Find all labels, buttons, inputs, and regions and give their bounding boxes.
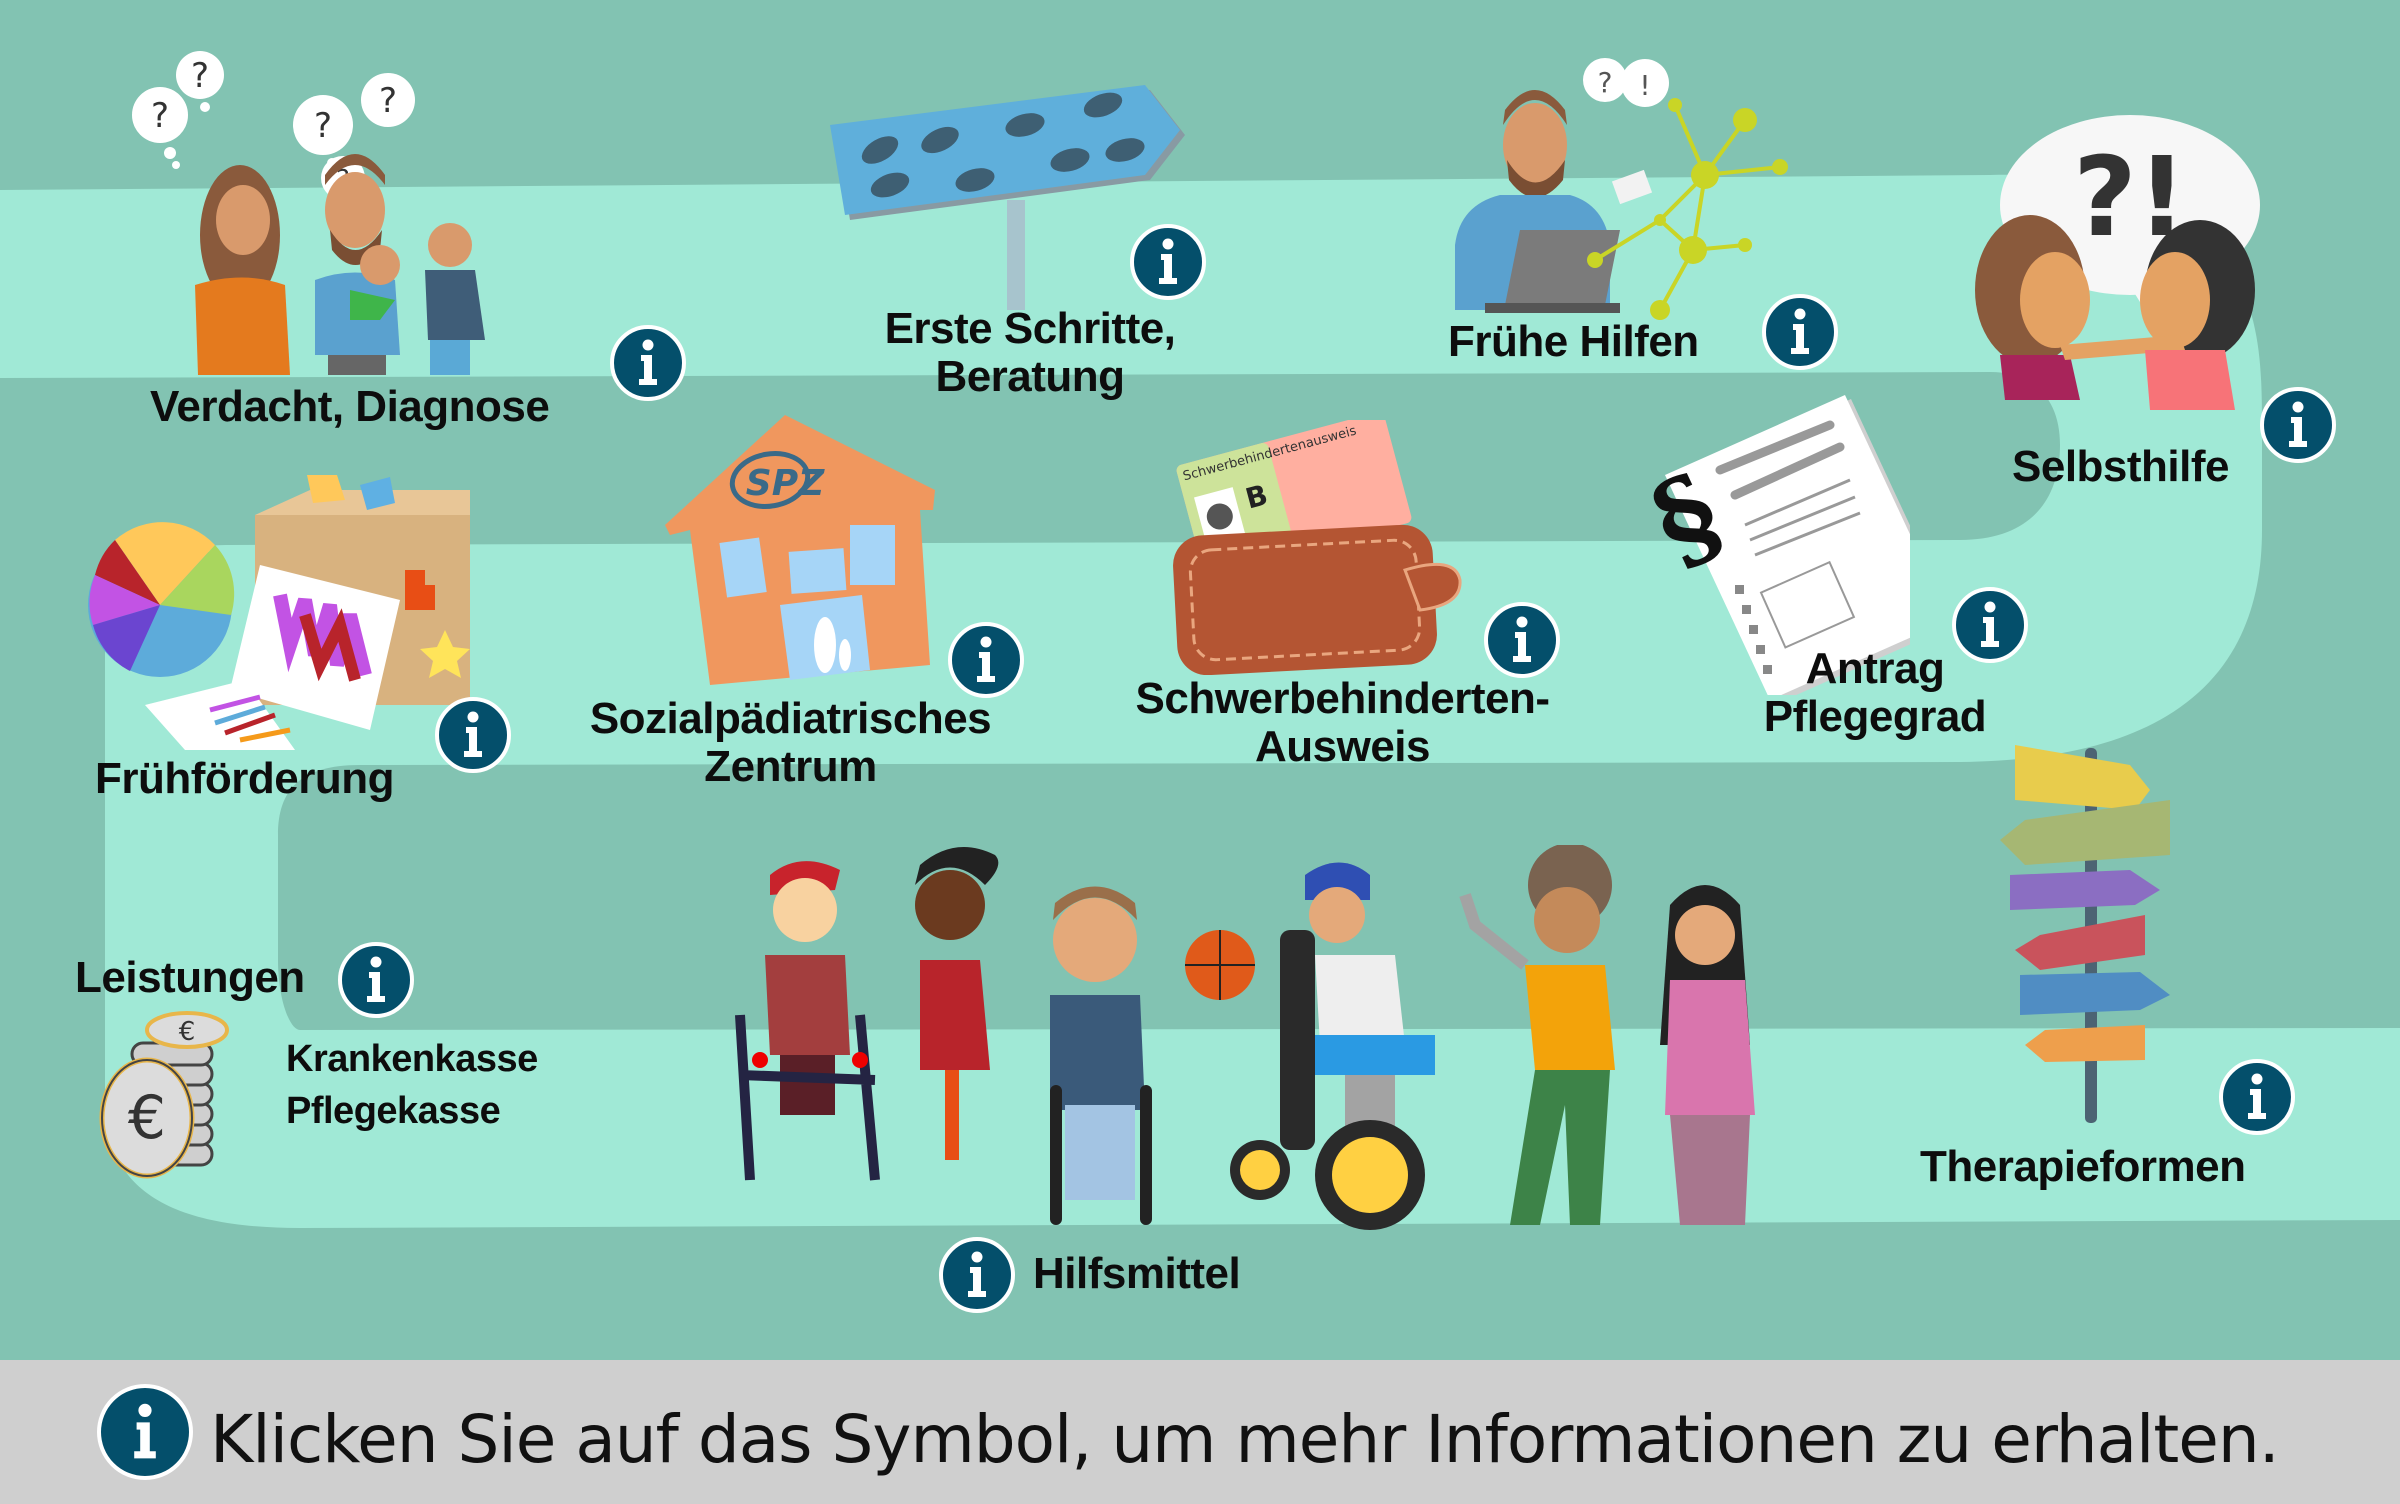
signpost-footprints-illustration [830,85,1185,310]
svg-text:?: ? [314,106,332,146]
info-icon [134,1403,156,1459]
phone-laptop-network-illustration: ? ! [1455,58,1788,320]
info-button-fruehfoerderung[interactable] [435,697,511,773]
info-icon [2289,401,2307,447]
station-label-selbsthilfe: Selbsthilfe [2012,442,2230,491]
footer-hint-text: Klicken Sie auf das Symbol, um mehr Info… [210,1401,2280,1478]
svg-text:?: ? [151,96,169,136]
info-button-antrag-pflegegrad[interactable] [1952,587,2028,663]
info-button-erste-schritte[interactable] [1130,224,1206,300]
infographic-canvas: ????? Verdacht, Diagnose Erste S [0,51,2400,1313]
info-icon [2248,1073,2266,1119]
info-button-schwerbehindertenausweis[interactable] [1484,602,1560,678]
svg-text:?: ? [379,81,397,121]
info-icon [1981,601,1999,647]
info-icon [464,711,482,757]
footer-hint-bar: Klicken Sie auf das Symbol, um mehr Info… [0,1360,2400,1504]
info-button-leistungen[interactable] [338,942,414,1018]
leistungen-sublabels: Krankenkasse Pflegekasse [286,1033,538,1137]
info-icon [968,1251,986,1297]
station-label-schwerbehindertenausweis: Schwerbehinderten- Ausweis [1135,674,1550,771]
station-label-spz: Sozialpädiatrisches Zentrum [589,694,992,791]
toys-drawing-illustration [88,475,470,750]
info-icon [367,956,385,1002]
station-label-hilfsmittel: Hilfsmittel [1033,1249,1241,1298]
station-label-erste-schritte: Erste Schritte, Beratung [884,304,1176,401]
station-label-verdacht: Verdacht, Diagnose [150,382,550,431]
children-mobility-aids-illustration [735,845,1755,1230]
info-button-therapieformen[interactable] [2219,1059,2295,1135]
spz-building-illustration: SPZ [665,415,935,685]
svg-text:!: ! [1639,69,1650,102]
info-button-hilfsmittel[interactable] [939,1237,1015,1313]
info-icon [977,636,995,682]
station-label-fruehe-hilfen: Frühe Hilfen [1448,317,1699,366]
station-label-therapieformen: Therapieformen [1920,1142,2246,1191]
info-button-selbsthilfe[interactable] [2260,387,2336,463]
station-label-leistungen: Leistungen [75,953,305,1002]
info-icon [1791,308,1809,354]
svg-text:?: ? [1598,66,1613,99]
svg-text:?: ? [191,56,209,96]
station-label-antrag-pflegegrad: Antrag Pflegegrad [1763,644,1987,741]
euro-symbol: € [128,1083,166,1153]
info-icon [1159,238,1177,284]
sublabel-pflegekasse: Pflegekasse [286,1090,501,1132]
info-button-verdacht[interactable] [610,325,686,401]
footer-info-icon [97,1384,193,1480]
info-button-spz[interactable] [948,622,1024,698]
sublabel-krankenkasse: Krankenkasse [286,1038,538,1080]
worried-family-illustration: ????? [132,51,485,375]
wallet-id-card-illustration: Schwerbehindertenausweis B [1173,420,1462,675]
euro-symbol: € [179,1017,196,1047]
info-icon [1513,616,1531,662]
legal-document-illustration: § [1633,395,1910,695]
info-button-fruehe-hilfen[interactable] [1762,294,1838,370]
spz-sign: SPZ [746,463,825,504]
info-icon [639,339,657,385]
colorful-signpost-illustration [2000,745,2170,1123]
station-label-fruehfoerderung: Frühförderung [95,754,395,803]
two-women-talking-illustration: ?! [1975,115,2260,410]
euro-coin-stack-illustration: € € [99,1011,229,1179]
